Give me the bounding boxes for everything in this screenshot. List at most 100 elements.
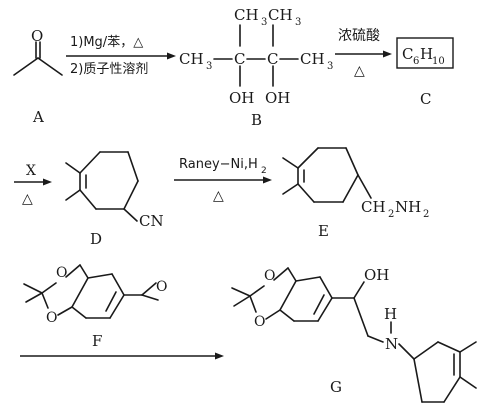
condition-c-d-bottom: △ <box>22 191 33 207</box>
atom-subscript: 3 <box>206 61 212 72</box>
bond <box>279 309 295 322</box>
bond <box>25 292 43 303</box>
atom-n: N <box>385 335 398 353</box>
bond <box>443 376 461 403</box>
bond <box>459 341 477 353</box>
atom-ch3-top-right: CH <box>268 6 293 24</box>
bond <box>342 174 359 203</box>
bond <box>273 267 289 281</box>
compound-b-structure: CH 3 C C CH 3 CH 3 CH 3 OH OH <box>179 6 333 107</box>
bond <box>231 287 251 297</box>
bond <box>141 294 159 301</box>
bond <box>65 264 81 278</box>
bond <box>41 282 57 294</box>
bond <box>297 147 319 169</box>
condition-a-b-line1: 1)Mg/苯，△ <box>70 35 143 50</box>
bond <box>57 306 73 316</box>
arrow-head <box>167 52 176 60</box>
formula-c: C <box>402 45 413 63</box>
compound-f-structure: O O O <box>23 264 167 326</box>
atom-c2: C <box>267 50 278 68</box>
atom-subscript: 3 <box>261 17 267 28</box>
atom-subscript: 2 <box>388 209 394 220</box>
bond <box>345 147 359 176</box>
bond <box>437 341 461 353</box>
atom-nh2: NH <box>395 198 421 216</box>
label-a: A <box>32 108 44 126</box>
bond <box>79 189 97 210</box>
atom-oh2: OH <box>265 89 290 107</box>
bond <box>127 151 139 182</box>
atom-o2: O <box>254 314 265 330</box>
condition-d-e-bottom: △ <box>213 188 224 204</box>
bond <box>65 162 81 174</box>
formula-subscript: 10 <box>432 56 445 67</box>
bond <box>287 267 297 282</box>
label-b: B <box>251 111 262 129</box>
compound-g-structure: O O OH H N <box>231 266 477 403</box>
atom-ch3-left: CH <box>179 50 204 68</box>
bond <box>317 297 333 322</box>
atom-ch3-right: CH <box>300 50 325 68</box>
condition-d-e-top: Raney−Ni,H <box>179 157 258 172</box>
bond <box>313 294 325 315</box>
bond <box>105 291 117 312</box>
atom-o1: O <box>56 265 67 281</box>
atom-o3: O <box>156 279 167 295</box>
atom-oh: OH <box>364 266 389 284</box>
bond <box>109 294 125 319</box>
atom-c1: C <box>234 50 245 68</box>
bond <box>111 273 125 296</box>
condition-b-c-bottom: △ <box>354 63 365 79</box>
bond <box>123 208 138 222</box>
bond <box>123 180 139 210</box>
bond <box>141 282 157 296</box>
compound-c-box <box>396 37 454 69</box>
bond <box>282 157 299 169</box>
bond <box>398 343 415 360</box>
bond <box>367 335 384 343</box>
atom-o1: O <box>264 268 275 284</box>
bond <box>413 341 439 360</box>
bond <box>79 264 89 279</box>
bond <box>41 292 49 309</box>
label-f: F <box>92 332 102 350</box>
atom-oxygen: O <box>31 27 43 45</box>
bond <box>233 295 251 307</box>
atom-subscript: 2 <box>423 209 429 220</box>
condition-c-d-top: X <box>26 163 36 179</box>
bond <box>282 183 299 195</box>
bond <box>459 376 477 389</box>
atom-subscript: 3 <box>327 61 333 72</box>
bond <box>279 280 297 311</box>
compound-d-structure: CN <box>65 151 164 230</box>
atom-cn: CN <box>139 212 164 230</box>
bond <box>319 276 333 299</box>
formula-subscript: 6 <box>413 56 419 67</box>
condition-subscript: 2 <box>261 166 267 176</box>
label-d: D <box>90 230 102 248</box>
bond <box>249 285 265 297</box>
atom-subscript: 3 <box>295 17 301 28</box>
bond <box>23 283 43 294</box>
atom-h: H <box>384 305 397 323</box>
arrow-head <box>263 176 272 184</box>
atom-ch3-top-left: CH <box>234 6 259 24</box>
compound-e-structure: CH 2 NH 2 <box>282 147 429 220</box>
bond <box>37 57 63 76</box>
bond <box>71 277 89 308</box>
compound-a-structure: O <box>13 27 63 76</box>
condition-b-c-top: 浓硫酸 <box>338 28 380 44</box>
bond <box>413 358 423 403</box>
formula-h: H <box>420 45 433 63</box>
label-g: G <box>330 378 342 396</box>
atom-o2: O <box>46 310 57 326</box>
atom-oh1: OH <box>229 89 254 107</box>
bond <box>79 151 101 174</box>
arrow-head <box>383 50 392 58</box>
bond <box>357 174 372 199</box>
bond <box>265 309 281 320</box>
label-c: C <box>420 90 431 108</box>
bond <box>295 276 321 282</box>
